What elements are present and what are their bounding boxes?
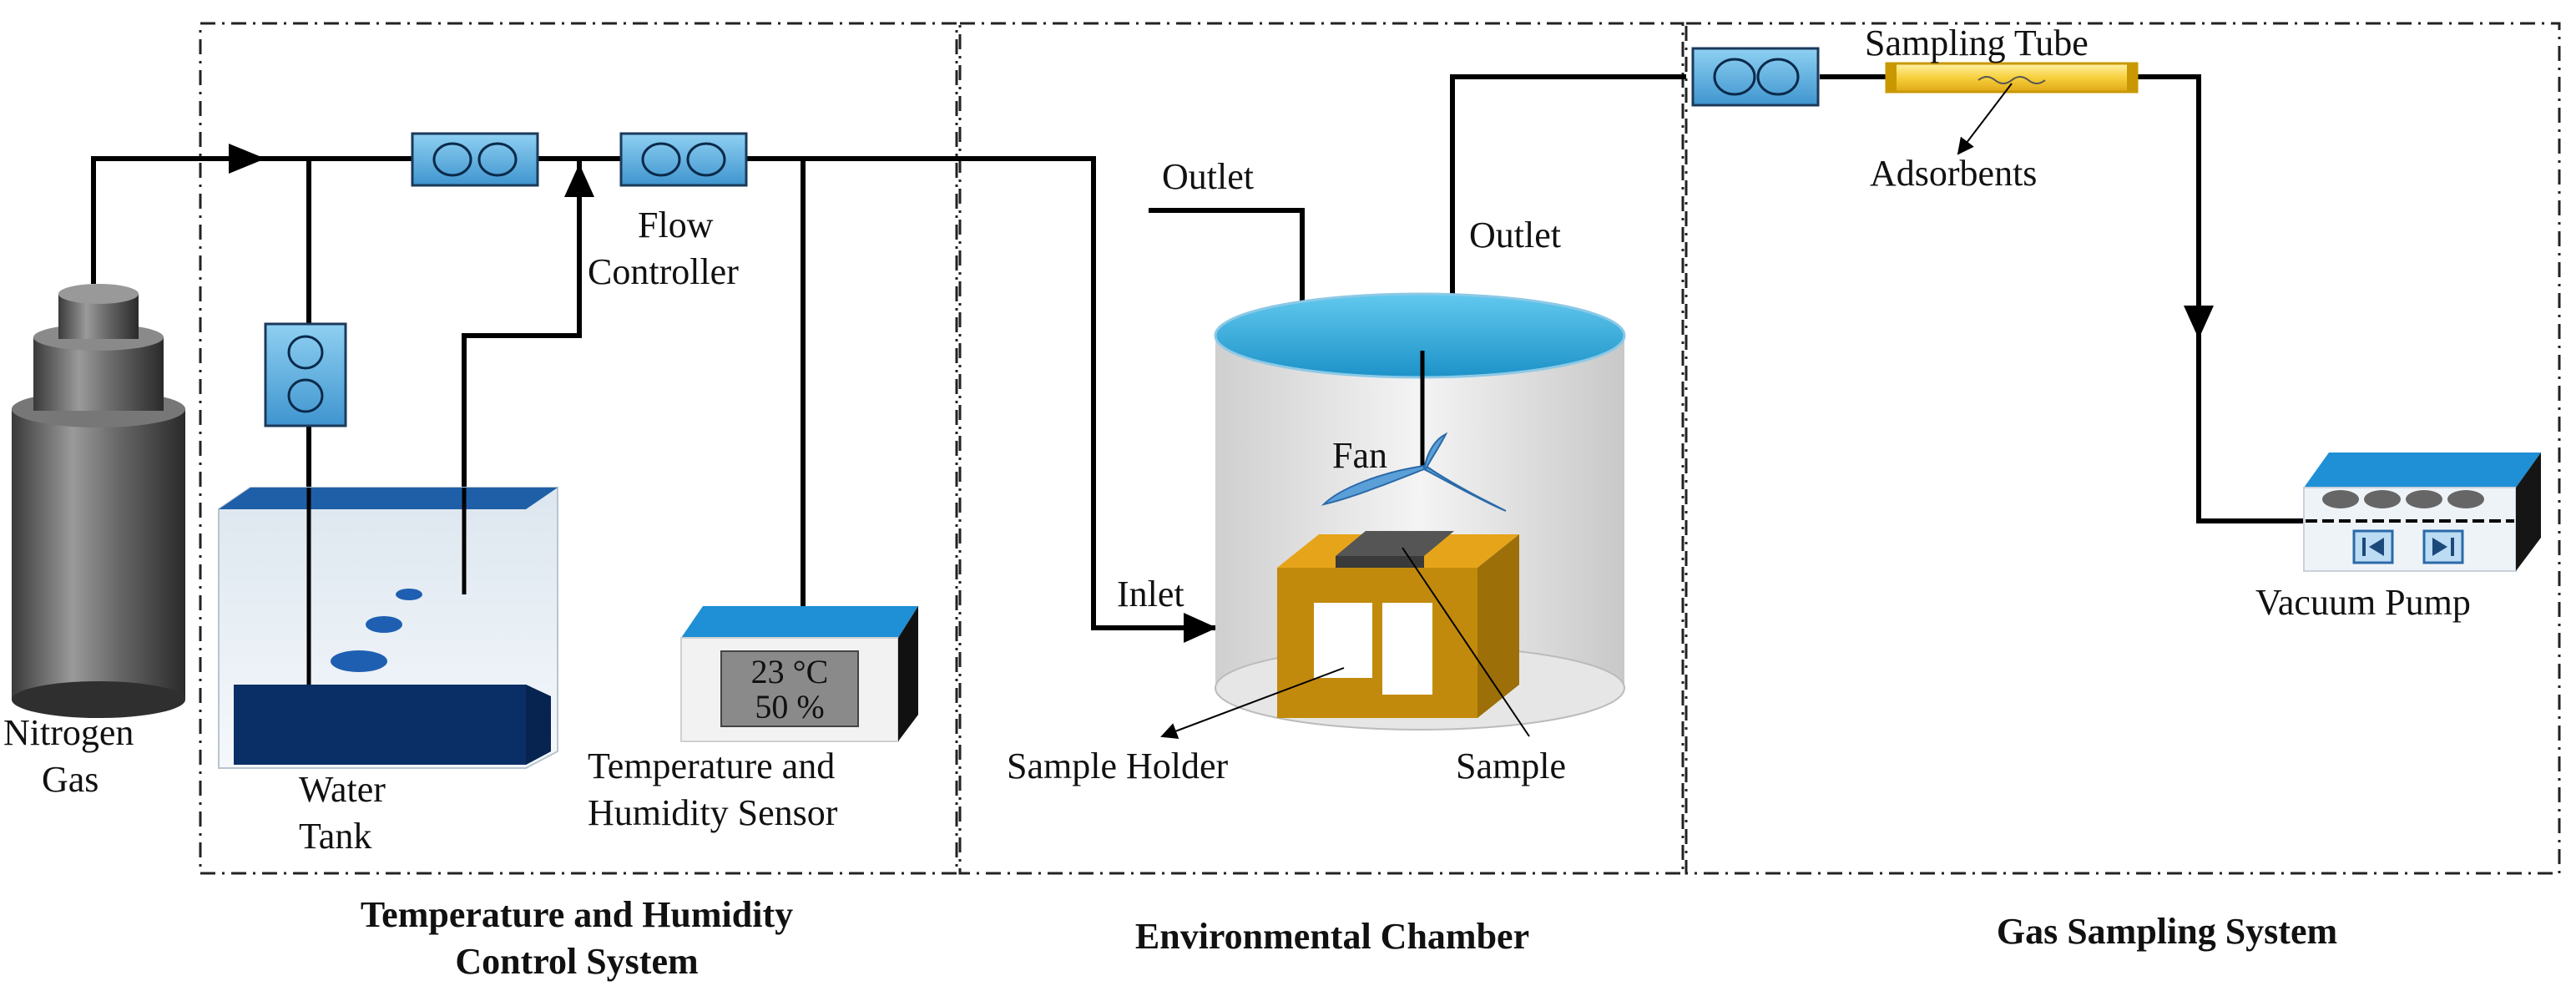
fan-icon [1321,351,1507,512]
flow-controller-icon-3 [264,322,347,427]
label-fan: Fan [1332,435,1387,476]
section-title-thc-line2: Control System [455,941,698,982]
section-title-gas: Gas Sampling System [1997,911,2337,952]
sample-holder [1277,531,1519,718]
sensor-humidity-readout: 50 % [755,688,824,726]
gas-cylinder-icon [12,284,185,718]
arrow-humid-up [564,164,594,197]
label-nitrogen-line2: Gas [42,759,98,800]
label-water-line2: Tank [299,816,371,857]
label-inlet: Inlet [1117,574,1184,614]
label-flow-line1: Flow [638,205,714,245]
bubble-1 [331,650,387,672]
arrow-main-inlet [229,144,265,174]
label-water-line1: Water [299,769,386,810]
arrow-pump-down [2184,306,2214,339]
label-sample-holder: Sample Holder [1007,746,1229,786]
label-vacuum-pump: Vacuum Pump [2255,582,2471,623]
pump-forward-icon [2422,529,2464,564]
arrow-chamber-inlet [1184,613,1217,643]
flow-arrows [229,144,2214,643]
label-sensor-line2: Humidity Sensor [588,792,838,833]
label-sampling-tube: Sampling Tube [1865,23,2089,63]
flow-controller-icon-2 [619,132,748,187]
label-sample: Sample [1456,746,1566,786]
leader-sample [1402,547,1530,737]
bubble-3 [396,589,422,600]
section-box-gas [1685,22,2561,875]
label-flow-line2: Controller [588,251,739,292]
sensor-display [720,650,859,727]
label-nitrogen-line1: Nitrogen [3,712,134,753]
leader-adsorbents [1957,83,2013,155]
pump-rewind-icon [2352,529,2394,564]
section-title-thc-line1: Temperature and Humidity [361,894,793,935]
sensor-temp-readout: 23 °C [751,653,829,690]
flow-controller-icon-1 [411,132,539,187]
label-sensor-line1: Temperature and [588,746,835,786]
label-outlet-right: Outlet [1469,215,1561,255]
sampling-tube [1885,62,2139,94]
section-title-chamber: Environmental Chamber [1135,916,1529,957]
label-adsorbents: Adsorbents [1870,153,2037,194]
temp-humidity-sensor [680,606,918,742]
section-box-chamber [958,22,1685,875]
flow-controller-icon-4 [1691,47,1820,107]
adsorbent-mark [1977,76,2046,84]
label-outlet-left: Outlet [1162,156,1254,197]
bubble-2 [366,616,402,633]
water-tank [218,487,558,769]
vacuum-pump-icon [2303,453,2541,572]
section-box-thc [199,22,958,875]
leader-sample-holder [1160,667,1345,740]
